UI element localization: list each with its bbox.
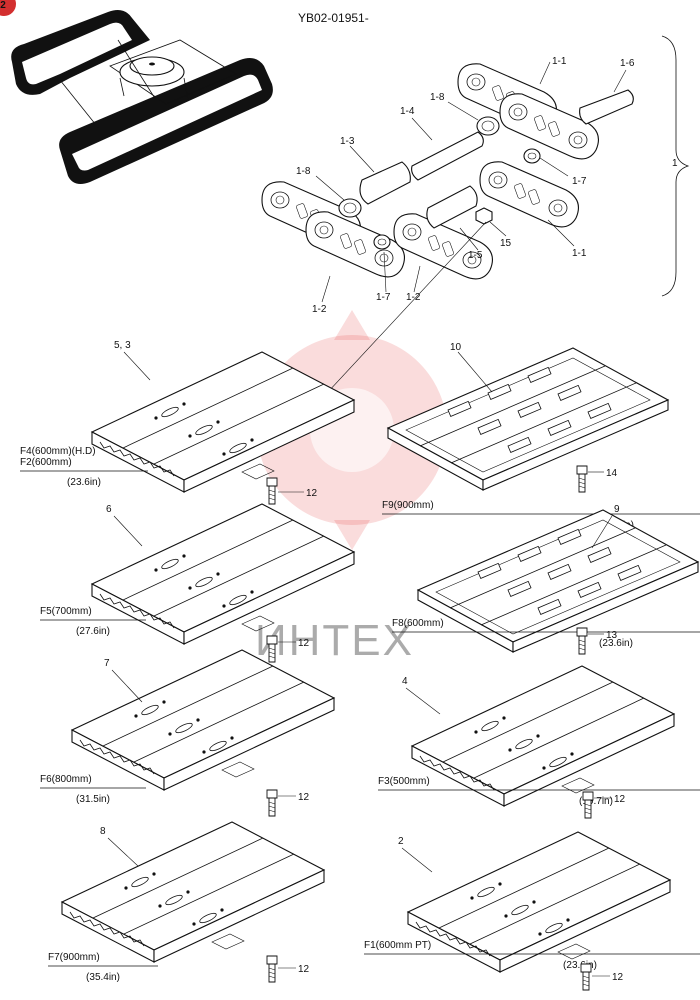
chain-label-6: 1-8 [296,166,311,177]
shoe-plate-3: 6F5(700mm) (27.6in) 12 [40,503,355,663]
shoe-plate-8: 2F1(600mm PT) (23.6in) 12 [364,831,700,991]
bolt-number: 13 [606,630,618,641]
bolt-number: 12 [306,488,318,499]
chain-label-8: 1-1 [572,248,587,259]
leader-line [111,669,143,703]
bolt-drawing [266,789,278,817]
size-caption: F1(600mm PT) [364,940,431,951]
shoe-plate-4: 9F8(600mm) (23.6in)13 [392,504,700,655]
shoe-plate-1: 5, 3 F4(600mm)(H.D)F2(600mm) (23.6in) 12 [20,340,355,505]
leader-line [123,351,151,381]
size-inch: (27.6in) [76,626,110,637]
part-number: 4 [402,676,408,687]
size-inch: (31.5in) [76,794,110,805]
chain-label-3: 1-8 [430,92,445,103]
watermark-text: ИНТЕХ [255,616,414,665]
chain-label-1: 1-1 [552,56,567,67]
bolt-drawing [576,627,588,655]
page-badge: 2 [0,0,16,16]
page-badge-text: 2 [0,0,6,11]
track-chain-exploded-view [261,35,690,451]
shoe-plate-drawing [411,665,675,807]
chain-label-11: 1-2 [312,304,327,315]
chain-label-4: 1-4 [400,106,415,117]
bolt-number: 12 [298,964,310,975]
leader-line [401,847,433,873]
bolt-drawing [576,465,588,493]
part-number: 5, 3 [114,340,131,351]
size-caption: F8(600mm) [392,618,444,629]
size-caption: F7(900mm) [48,952,100,963]
size-caption: F6(800mm) [40,774,92,785]
size-inch: (35.4in) [86,972,120,983]
chain-label-5: 1-3 [340,136,355,147]
shoe-plate-6: 4F3(500mm) (19.7in)12 [378,665,700,819]
part-number: 9 [614,504,620,515]
leader-line [113,515,143,547]
leader-line [107,837,139,867]
shoe-plate-drawing [407,831,671,973]
shoe-plate-drawing [71,649,335,791]
bolt-number: 12 [612,972,624,983]
size-inch: (23.6in) [563,960,597,971]
chain-label-10: 15 [500,238,512,249]
part-number: 7 [104,658,110,669]
chain-label-13: 1-2 [406,292,421,303]
bolt-drawing [580,963,592,991]
bolt-number: 12 [614,794,626,805]
size-inch: (23.6in) [67,477,101,488]
size-caption: F4(600mm)(H.D) [20,446,96,457]
shoe-plates: 5, 3 F4(600mm)(H.D)F2(600mm) (23.6in) 12 10F… [20,340,700,991]
leader-line [457,351,493,393]
bolt-number: 12 [298,792,310,803]
chain-part-labels: 1-1 1-6 1-8 1-4 1-3 1-8 1-7 1-1 1-5 15 1-2 1-7 1-2 [296,56,635,315]
chain-label-7: 1-7 [572,176,587,187]
part-number: 8 [100,826,106,837]
crawler-undercarriage-illustration [11,10,273,184]
chain-label-2: 1-6 [620,58,635,69]
size-caption: F2(600mm) [20,457,72,468]
chain-label-12: 1-7 [376,292,391,303]
chain-label-9: 1-5 [468,250,483,261]
bolt-number: 12 [298,638,310,649]
drawing-number: YB02-01951- [298,11,369,25]
part-number: 10 [450,342,462,353]
part-number: 6 [106,504,112,515]
size-inch: (19.7in) [579,796,613,807]
size-caption: F9(900mm) [382,500,434,511]
size-caption: F5(700mm) [40,606,92,617]
shoe-plate-drawing [61,821,325,963]
shoe-plate-5: 7F6(800mm) (31.5in) 12 [40,649,335,817]
part-number: 2 [398,836,404,847]
leader-line [591,515,613,549]
bolt-drawing [266,955,278,983]
bolt-drawing [266,477,278,505]
shoe-plate-drawing [417,509,699,653]
leader-line [405,687,441,715]
assembly-number: 1 [672,158,678,169]
size-inch: (23.6in) [599,638,633,649]
shoe-plate-7: 8F7(900mm) (35.4in) 12 [48,821,325,983]
bolt-number: 14 [606,468,618,479]
size-caption: F3(500mm) [378,776,430,787]
